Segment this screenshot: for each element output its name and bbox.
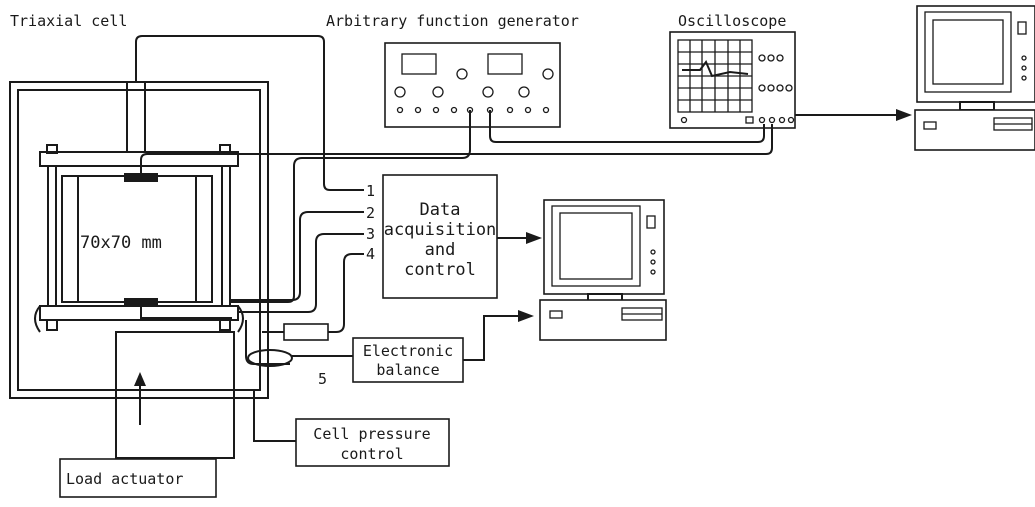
line-number-2: 2 <box>366 204 375 222</box>
computer-middle <box>539 199 667 341</box>
load-actuator: Load actuator <box>59 331 235 498</box>
arrow-to-computer-top-icon <box>896 109 912 121</box>
data-acq-line-2: acquisition <box>384 220 497 240</box>
electronic-balance-box: Electronic balance <box>352 337 464 383</box>
arrow-balance-to-computer-icon <box>518 310 534 322</box>
pressure-transducer <box>283 323 329 341</box>
line-number-1: 1 <box>366 182 375 200</box>
oscilloscope-label: Oscilloscope <box>678 12 786 30</box>
function-generator-label: Arbitrary function generator <box>326 12 579 30</box>
line-number-3: 3 <box>366 225 375 243</box>
up-arrow-icon <box>134 372 146 386</box>
cell-pressure-line-1: Cell pressure <box>313 425 430 443</box>
balance-line-2: balance <box>376 361 439 379</box>
function-generator <box>384 42 561 128</box>
data-acq-line-3: and <box>425 240 456 260</box>
top-transducer <box>124 173 158 182</box>
bottom-transducer <box>124 298 158 307</box>
arrow-to-computer-mid-icon <box>526 232 542 244</box>
line-number-5: 5 <box>318 370 327 388</box>
data-acq-line-1: Data <box>420 200 461 220</box>
triaxial-cell: 70x70 mm <box>9 81 269 399</box>
waveform-trace <box>682 60 749 78</box>
data-acquisition-box: Data acquisition and control <box>382 174 498 299</box>
data-acq-line-4: control <box>404 260 476 280</box>
oscilloscope <box>669 31 796 129</box>
load-actuator-label: Load actuator <box>66 470 183 488</box>
computer-top <box>914 5 1035 151</box>
balance-line-1: Electronic <box>363 342 453 360</box>
triaxial-cell-label: Triaxial cell <box>10 12 127 30</box>
line-number-4: 4 <box>366 245 375 263</box>
cell-pressure-box: Cell pressure control <box>295 418 450 467</box>
connection-wires <box>135 35 912 442</box>
specimen-label: 70x70 mm <box>80 233 162 253</box>
cell-pressure-line-2: control <box>340 445 403 463</box>
